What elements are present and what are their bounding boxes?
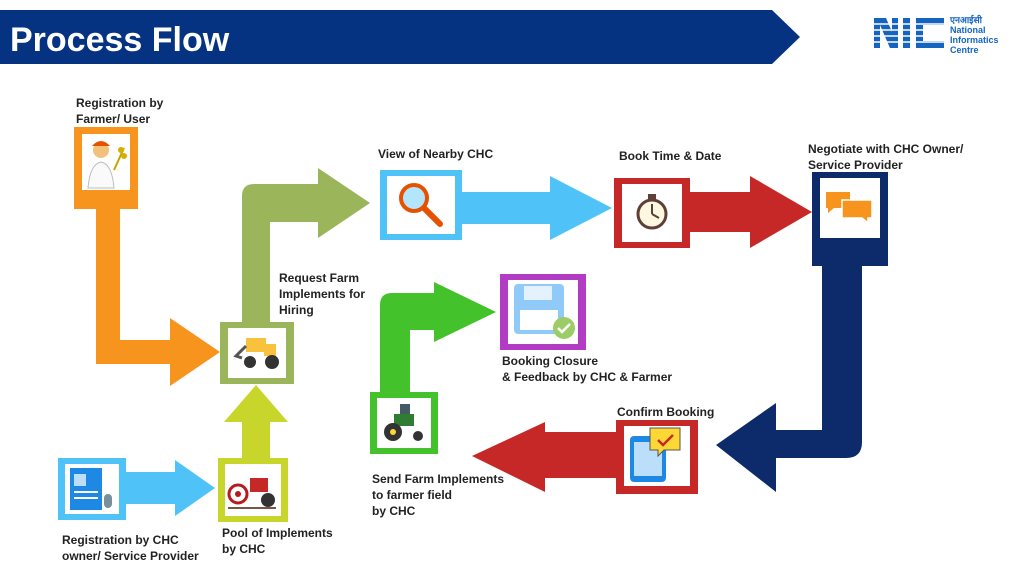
arrow-farmer-to-request [96, 205, 220, 386]
magnifier-icon [399, 183, 443, 227]
nic-logo-mark [874, 18, 948, 48]
logo-line-1: National [950, 25, 986, 35]
label-negotiate: Negotiate with CHC Owner/ Service Provid… [808, 142, 964, 172]
step-box-send-implements [370, 392, 438, 454]
nic-logo: एनआईसी National Informatics Centre [874, 15, 1004, 55]
label-book-time-date: Book Time & Date [619, 149, 722, 163]
arrow-request-to-view [242, 168, 370, 322]
tractor-icon [384, 404, 423, 441]
arrow-pool-to-request [224, 385, 288, 458]
arrow-confirm-to-send [472, 422, 616, 492]
label-confirm-booking: Confirm Booking [617, 405, 715, 419]
step-box-pool-implements [218, 458, 288, 522]
tablet-check-icon [630, 427, 681, 482]
label-registration-chc: Registration by CHC owner/ Service Provi… [62, 533, 199, 563]
step-box-registration-farmer [74, 127, 138, 209]
label-pool-implements: Pool of Implements by CHC [222, 526, 333, 556]
logo-line-2: Informatics [950, 35, 999, 45]
save-check-icon [514, 284, 575, 339]
logo-hindi: एनआईसी [950, 15, 983, 25]
title-banner: Process Flow [0, 10, 800, 64]
label-view-nearby-chc: View of Nearby CHC [378, 147, 494, 161]
step-box-confirm-booking [616, 420, 698, 494]
label-registration-farmer: Registration by Farmer/ User [76, 96, 164, 126]
label-request-implements: Request Farm Implements for Hiring [279, 271, 366, 317]
banner-shape [0, 10, 800, 64]
page-title: Process Flow [10, 21, 230, 59]
chat-icon [826, 192, 873, 225]
step-box-booking-closure [500, 274, 586, 350]
step-box-registration-chc [58, 458, 126, 520]
step-box-view-nearby-chc [380, 170, 462, 240]
arrow-book-to-negotiate [690, 176, 812, 248]
step-box-request-implements [220, 322, 294, 384]
implements-icon [227, 478, 276, 509]
step-box-book-time-date [614, 178, 690, 248]
id-card-icon [70, 468, 112, 510]
arrow-negotiate-to-confirm [716, 262, 862, 492]
step-box-negotiate [812, 172, 888, 266]
arrow-view-to-book [462, 176, 612, 240]
label-send-implements: Send Farm Implements to farmer field by … [372, 472, 505, 518]
arrow-chc-to-pool [125, 460, 215, 516]
excavator-icon [233, 338, 279, 369]
logo-text: एनआईसी National Informatics Centre [950, 15, 999, 55]
arrow-send-to-closure [380, 282, 496, 392]
label-booking-closure: Booking Closure & Feedback by CHC & Farm… [502, 354, 673, 384]
farmer-icon [87, 141, 127, 189]
logo-line-3: Centre [950, 45, 979, 55]
stopwatch-icon [636, 194, 668, 230]
